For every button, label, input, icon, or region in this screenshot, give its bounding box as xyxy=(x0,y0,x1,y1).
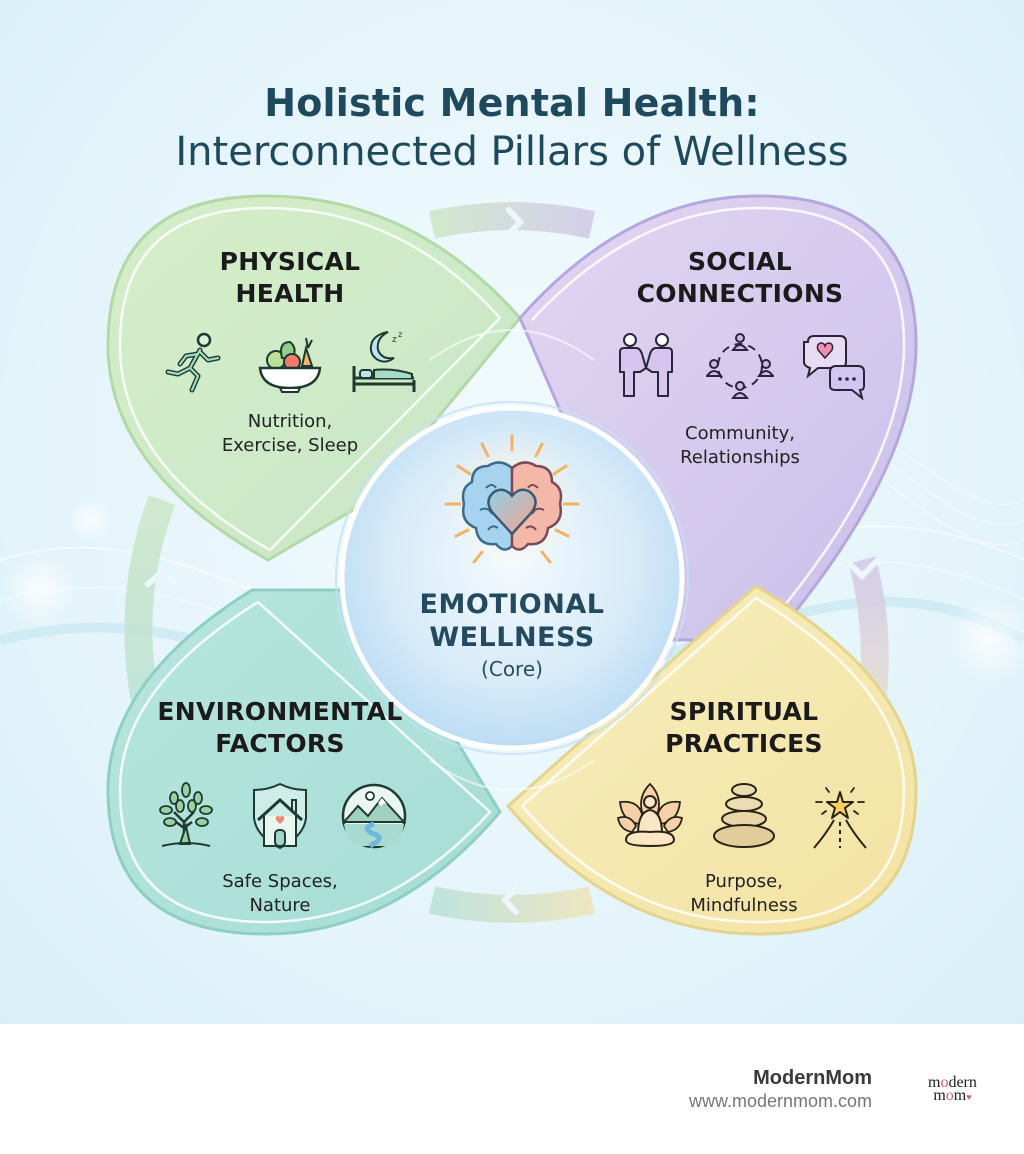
title-line-1: Holistic Mental Health: xyxy=(264,81,760,125)
pillar-description: Purpose, Mindfulness xyxy=(690,871,798,916)
heart-icon: ♥ xyxy=(966,1092,972,1102)
title-line-2: Interconnected Pillars of Wellness xyxy=(175,129,849,175)
moon-bed-icon: z z xyxy=(352,330,416,392)
star-path-icon xyxy=(813,787,867,849)
house-shield-icon xyxy=(253,782,307,850)
fruit-bowl-icon xyxy=(258,337,322,393)
brain-heart-icon xyxy=(444,434,580,564)
stacked-stones-icon xyxy=(713,783,775,848)
pillar-description: Safe Spaces, Nature xyxy=(222,871,338,916)
community-circle-icon xyxy=(706,333,774,399)
infographic-canvas: Holistic Mental Health: Interconnected P… xyxy=(0,0,1024,1024)
pillar-title: SPIRITUAL PRACTICES xyxy=(665,697,823,758)
page-title: Holistic Mental Health: Interconnected P… xyxy=(0,80,1024,178)
pillar-description: Nutrition, Exercise, Sleep xyxy=(221,411,359,456)
pillar-icons xyxy=(600,332,880,400)
meditation-lotus-icon xyxy=(616,782,684,848)
pillar-title: ENVIRONMENTAL FACTORS xyxy=(157,697,403,758)
landscape-icon xyxy=(341,783,407,849)
pillar-icons xyxy=(604,782,884,850)
core-circle xyxy=(339,405,685,751)
pillar-title: PHYSICAL HEALTH xyxy=(219,247,361,308)
pillar-title: SOCIAL CONNECTIONS xyxy=(636,247,844,308)
core-subtitle: (Core) xyxy=(481,657,543,681)
footer-brand: ModernMom www.modernmom.com xyxy=(689,1066,872,1112)
core-title: EMOTIONAL WELLNESS xyxy=(419,589,605,653)
pillar-icons xyxy=(130,782,430,850)
pillar-icons: z z xyxy=(150,328,430,396)
running-person-icon xyxy=(165,332,221,393)
svg-text:z: z xyxy=(398,330,402,339)
chat-heart-icon xyxy=(803,335,865,400)
core-emotional-wellness: EMOTIONAL WELLNESS (Core) xyxy=(362,588,662,684)
modernmom-logo: modern mom♥ xyxy=(928,1074,977,1104)
pillar-environmental-factors: ENVIRONMENTAL FACTORS xyxy=(130,696,430,918)
pillar-description: Community, Relationships xyxy=(680,423,800,468)
pillar-spiritual-practices: SPIRITUAL PRACTICES xyxy=(604,696,884,918)
footer: ModernMom www.modernmom.com modern mom♥ xyxy=(0,1024,1024,1154)
tree-icon xyxy=(159,782,213,847)
svg-text:z: z xyxy=(392,335,397,345)
brand-name: ModernMom xyxy=(753,1067,872,1089)
pillar-physical-health: PHYSICAL HEALTH z z xyxy=(150,246,430,458)
holding-hands-icon xyxy=(619,333,673,397)
pillar-social-connections: SOCIAL CONNECTIONS xyxy=(600,246,880,470)
brand-url[interactable]: www.modernmom.com xyxy=(688,1091,872,1111)
